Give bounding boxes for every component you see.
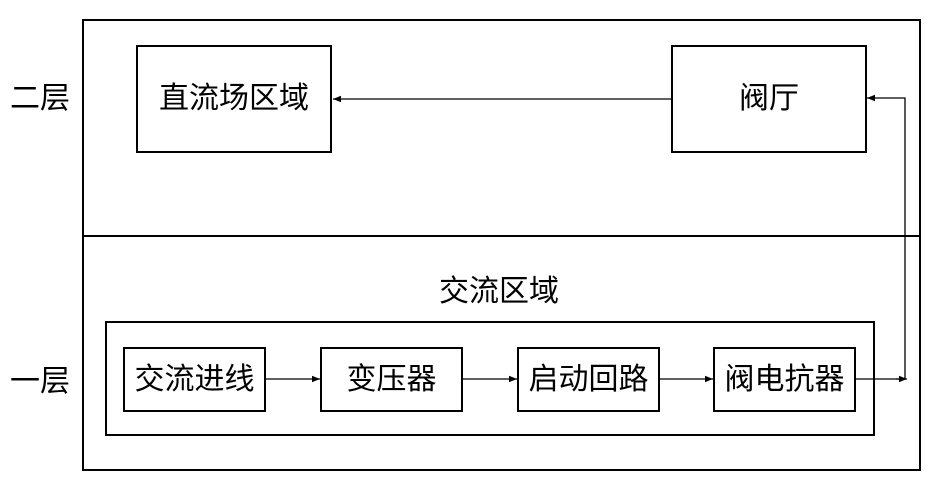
ac-area-title: 交流区域 [439,274,559,309]
valve-reactor-block: 阀电抗器 [713,347,856,412]
lower-floor-label: 一层 [10,364,70,399]
startup-circuit-block: 启动回路 [517,347,660,412]
dc-area-block: 直流场区域 [136,45,332,153]
arrow-riser-to-valve-hall [867,94,906,380]
ac-incoming-line-block: 交流进线 [123,347,266,412]
valve-hall-block: 阀厅 [671,45,867,153]
building-frame [82,19,921,471]
upper-floor-label: 二层 [10,81,70,116]
transformer-block: 变压器 [320,347,463,412]
